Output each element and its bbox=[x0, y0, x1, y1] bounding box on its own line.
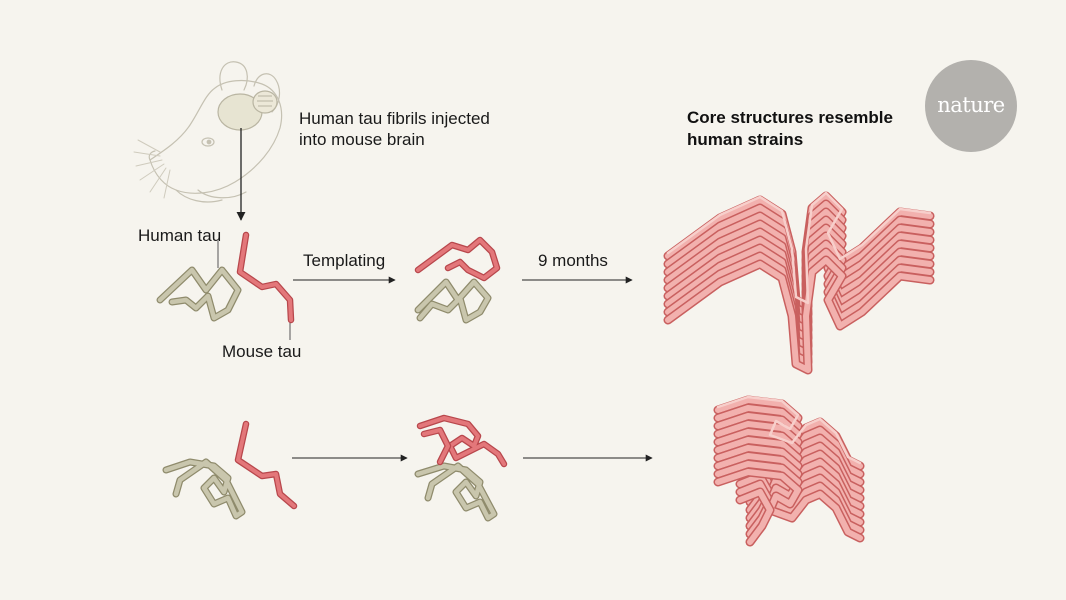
headline-line: human strains bbox=[687, 130, 804, 149]
caption-line: Human tau fibrils injected bbox=[299, 109, 490, 128]
injection-caption: Human tau fibrils injected into mouse br… bbox=[299, 108, 490, 150]
brain-icon bbox=[217, 90, 278, 131]
human-tau-strand-top bbox=[156, 266, 242, 322]
human-tau-label: Human tau bbox=[138, 226, 222, 245]
fibril-stack-top bbox=[663, 191, 935, 370]
mouse-tau-label: Mouse tau bbox=[222, 342, 302, 361]
templating-label: Templating bbox=[303, 251, 386, 270]
logo-text: nature bbox=[937, 93, 1005, 117]
templated-pair-top bbox=[414, 236, 501, 324]
human-tau-strand-bottom bbox=[162, 458, 246, 520]
mouse-tau-strand-bottom bbox=[234, 420, 298, 510]
duration-label: 9 months bbox=[538, 251, 608, 270]
mouse-head-illustration bbox=[133, 61, 283, 203]
mouse-tau-strand-top bbox=[236, 231, 295, 324]
result-headline: Core structures resemble human strains bbox=[687, 107, 927, 151]
nature-logo: nature bbox=[925, 60, 1017, 152]
caption-line: into mouse brain bbox=[299, 130, 425, 149]
fibril-stack-bottom bbox=[713, 395, 865, 542]
headline-line: Core structures resemble bbox=[687, 108, 893, 127]
templated-pair-bottom bbox=[414, 414, 508, 522]
